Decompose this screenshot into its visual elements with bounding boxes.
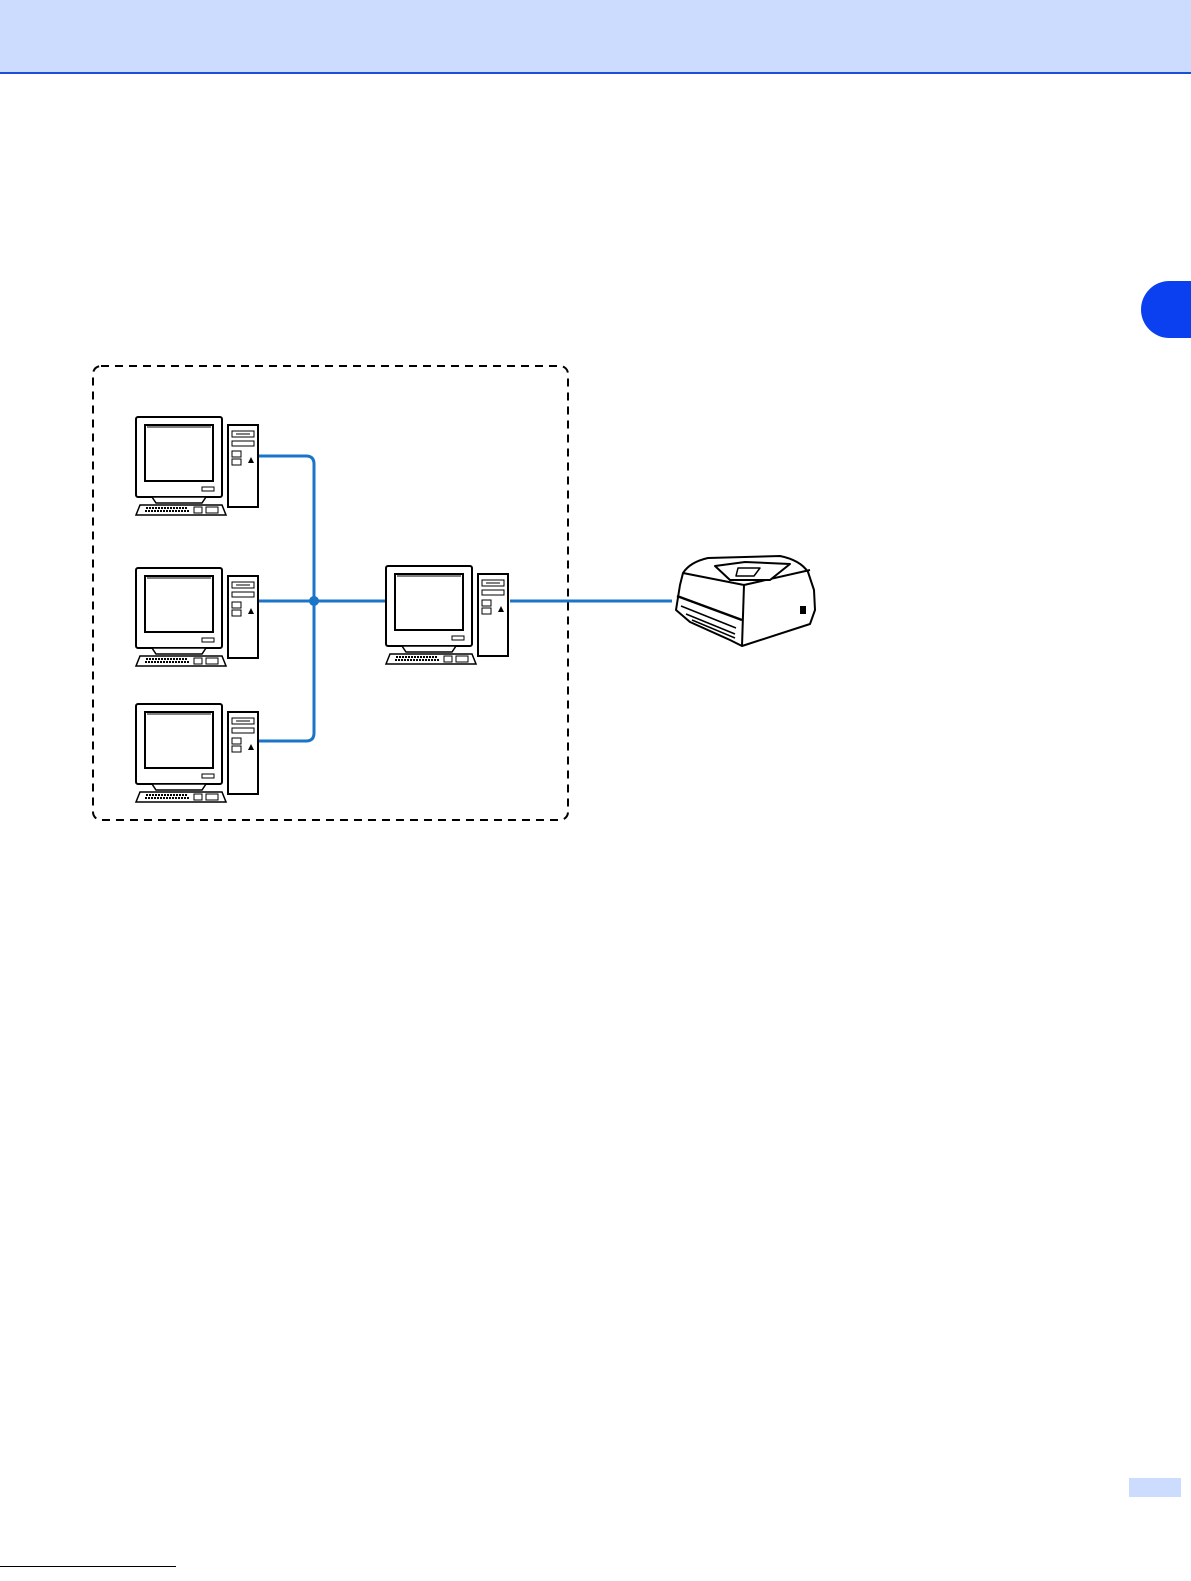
client-2-computer-icon [136, 568, 258, 666]
chapter-tab [1141, 281, 1191, 338]
client-3-computer-icon [136, 704, 258, 802]
print-server-computer-icon [386, 566, 508, 664]
edge-client-3 [258, 601, 314, 741]
page-number-box [1129, 1478, 1181, 1497]
footer-rule [0, 1566, 176, 1567]
network-diagram [0, 340, 1191, 840]
junction-dot [309, 596, 319, 606]
page-header-rule [0, 72, 1191, 74]
printer-icon [676, 556, 815, 646]
client-1-computer-icon [136, 417, 258, 515]
page-header-band [0, 0, 1191, 72]
edge-client-1 [258, 456, 314, 601]
